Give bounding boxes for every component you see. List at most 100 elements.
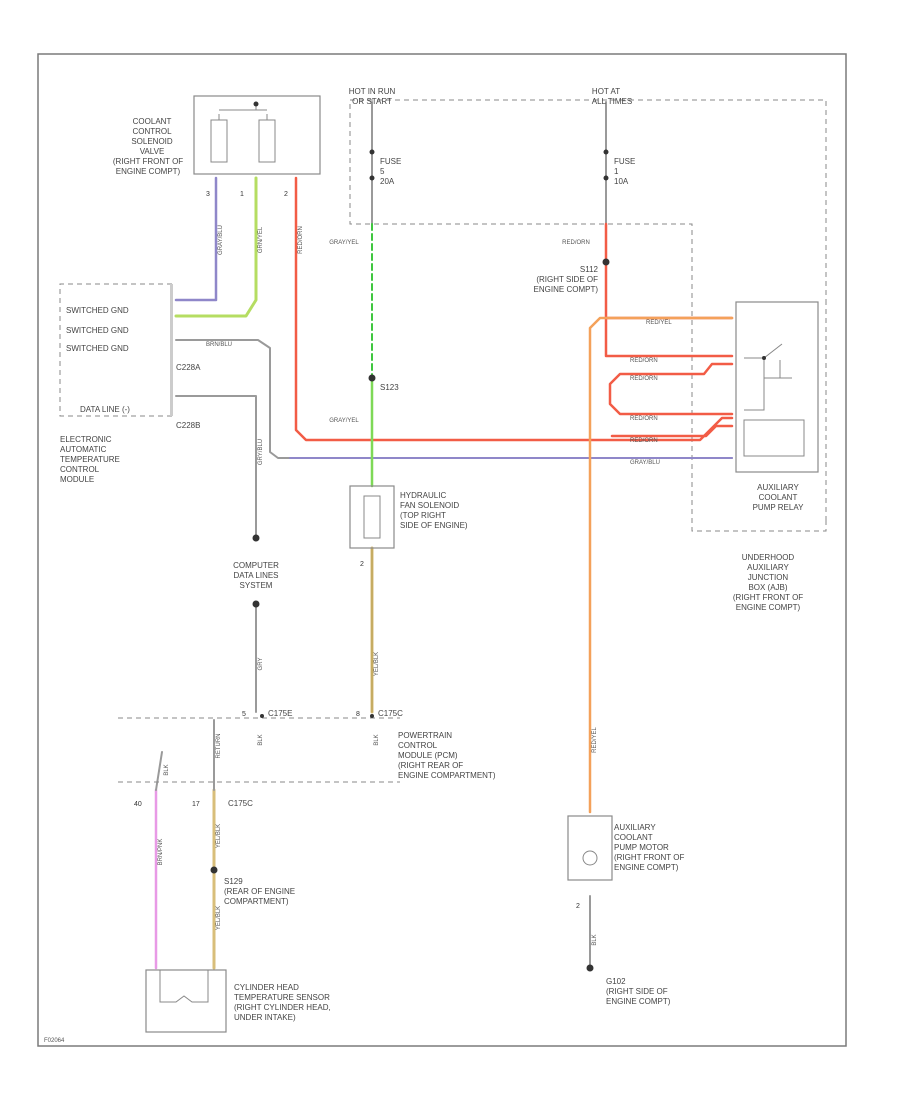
- pump-motor-box: [567, 815, 613, 881]
- valve-pin-1: 1: [240, 191, 244, 198]
- node-fuse5-b: [369, 175, 375, 181]
- wire-red-org-feed: [604, 222, 734, 358]
- fuse1-rating: 10A: [614, 177, 629, 186]
- hot-in-run-label-2: OR START: [352, 97, 392, 106]
- svg-text:SOLENOID: SOLENOID: [131, 137, 173, 146]
- wire-label-v4: GRY/BLU: [258, 439, 264, 465]
- wire-label-gray-blu: GRAY/BLU: [630, 460, 660, 466]
- fan-solenoid-label: HYDRAULIC FAN SOLENOID (TOP RIGHT SIDE O…: [400, 491, 468, 530]
- svg-text:MODULE: MODULE: [60, 475, 94, 484]
- svg-text:UNDERHOOD: UNDERHOOD: [742, 553, 795, 562]
- svg-text:(RIGHT FRONT OF: (RIGHT FRONT OF: [733, 593, 803, 602]
- node-computer-top: [252, 534, 260, 542]
- wire-data-line: [175, 395, 257, 539]
- etc-module-label: ELECTRONIC AUTOMATIC TEMPERATURE CONTROL…: [60, 435, 120, 484]
- pcm-pin-8: 8: [356, 711, 360, 718]
- wire-label-v7: YEL/BLK: [374, 652, 380, 676]
- svg-text:SYSTEM: SYSTEM: [240, 581, 273, 590]
- wire-label-v8: RETURN: [216, 734, 222, 759]
- wire-label-red-org-4: RED/ORN: [630, 416, 658, 422]
- svg-text:G102: G102: [606, 977, 626, 986]
- svg-text:(TOP RIGHT: (TOP RIGHT: [400, 511, 446, 520]
- svg-text:(RIGHT FRONT OF: (RIGHT FRONT OF: [614, 853, 684, 862]
- diagram-border: [37, 53, 847, 1047]
- svg-text:CYLINDER HEAD: CYLINDER HEAD: [234, 983, 299, 992]
- data-line-label: DATA LINE (-): [80, 405, 130, 414]
- svg-text:AUTOMATIC: AUTOMATIC: [60, 445, 107, 454]
- svg-text:CONTROL: CONTROL: [60, 465, 100, 474]
- fan-solenoid-box: [349, 485, 395, 549]
- svg-text:COOLANT: COOLANT: [759, 493, 798, 502]
- svg-text:POWERTRAIN: POWERTRAIN: [398, 731, 452, 740]
- pcm-pin-5: 5: [242, 711, 246, 718]
- fuse1-label: FUSE: [614, 157, 635, 166]
- svg-text:ENGINE COMPT): ENGINE COMPT): [116, 167, 181, 176]
- hot-at-all-label: HOT AT: [592, 87, 620, 96]
- chts-label: CYLINDER HEAD TEMPERATURE SENSOR (RIGHT …: [234, 983, 331, 1022]
- c175e-label: C175E: [268, 709, 292, 718]
- wire-label-red-org-5: RED/ORN: [630, 438, 658, 444]
- svg-text:ENGINE COMPT): ENGINE COMPT): [606, 997, 671, 1006]
- svg-text:PUMP RELAY: PUMP RELAY: [753, 503, 804, 512]
- valve-coil-1: [210, 119, 228, 163]
- wire-label-v3: RED/ORN: [298, 226, 304, 254]
- wire-label-v14: YEL/BLK: [216, 906, 222, 930]
- chts-box: [145, 969, 227, 1033]
- svg-text:ENGINE COMPARTMENT): ENGINE COMPARTMENT): [398, 771, 496, 780]
- hot-at-all-label-2: ALL TIMES: [592, 97, 632, 106]
- motor-pin-2: 2: [576, 903, 580, 910]
- node-computer-bottom: [252, 600, 260, 608]
- svg-text:HYDRAULIC: HYDRAULIC: [400, 491, 446, 500]
- svg-text:CONTROL: CONTROL: [132, 127, 172, 136]
- etc-module-connector: [170, 284, 173, 416]
- wire-label-v9: BLK: [164, 764, 170, 775]
- valve-box: [193, 95, 321, 175]
- wire-red-yel: [588, 316, 734, 814]
- relay-contact: [762, 356, 766, 360]
- svg-text:AUXILIARY: AUXILIARY: [747, 563, 789, 572]
- wire-relay-jumper-1: [608, 362, 734, 416]
- valve-label: COOLANT CONTROL SOLENOID VALVE (RIGHT FR…: [113, 117, 183, 176]
- svg-text:(RIGHT REAR OF: (RIGHT REAR OF: [398, 761, 463, 770]
- wire-label-v12: BRN/PNK: [158, 839, 164, 866]
- wire-label-v6: BLK: [258, 734, 264, 745]
- svg-text:FAN SOLENOID: FAN SOLENOID: [400, 501, 459, 510]
- c228b-label: C228B: [176, 421, 200, 430]
- pcm-label: POWERTRAIN CONTROL MODULE (PCM) (RIGHT R…: [398, 731, 496, 780]
- svg-text:AUXILIARY: AUXILIARY: [614, 823, 656, 832]
- etc-module-outline: [59, 283, 172, 417]
- relay-coil: [743, 419, 805, 457]
- sw-gnd-3-label: SWITCHED GND: [66, 344, 129, 353]
- wire-label-v13: YEL/BLK: [216, 824, 222, 848]
- node-s123: [368, 374, 376, 382]
- svg-text:AUXILIARY: AUXILIARY: [757, 483, 799, 492]
- svg-text:DATA LINES: DATA LINES: [233, 571, 278, 580]
- pump-motor-label: AUXILIARY COOLANT PUMP MOTOR (RIGHT FRON…: [614, 823, 684, 872]
- g102-label: G102 (RIGHT SIDE OF ENGINE COMPT): [606, 977, 671, 1006]
- c228a-label: C228A: [176, 363, 201, 372]
- valve-coil-2: [258, 119, 276, 163]
- svg-text:(REAR OF ENGINE: (REAR OF ENGINE: [224, 887, 295, 896]
- svg-text:ENGINE COMPT): ENGINE COMPT): [534, 285, 599, 294]
- wire-label-gray-yel-2: GRAY/YEL: [329, 418, 359, 424]
- chts-thermistor: [159, 970, 209, 1003]
- svg-text:JUNCTION: JUNCTION: [748, 573, 789, 582]
- c175c-bottom-label: C175C: [228, 799, 253, 808]
- svg-text:(RIGHT SIDE OF: (RIGHT SIDE OF: [606, 987, 668, 996]
- node-s129: [210, 866, 218, 874]
- valve-inner: [218, 104, 268, 120]
- relay-box: [735, 301, 819, 473]
- svg-text:S112: S112: [580, 265, 599, 274]
- svg-text:MODULE (PCM): MODULE (PCM): [398, 751, 458, 760]
- fuse1-number: 1: [614, 167, 619, 176]
- computer-data-label: COMPUTER DATA LINES SYSTEM: [233, 561, 279, 590]
- sw-gnd-2-label: SWITCHED GND: [66, 326, 129, 335]
- junction-box-outline: [349, 99, 827, 532]
- wire-label-red-org-2: RED/ORN: [630, 358, 658, 364]
- wire-label-brn-blu: BRN/BLU: [206, 342, 232, 348]
- wire-valve-1: [174, 176, 258, 318]
- relay-label: AUXILIARY COOLANT PUMP RELAY: [753, 483, 804, 512]
- wire-valve-2: [294, 176, 734, 442]
- wire-label-gray-yel-1: GRAY/YEL: [329, 240, 359, 246]
